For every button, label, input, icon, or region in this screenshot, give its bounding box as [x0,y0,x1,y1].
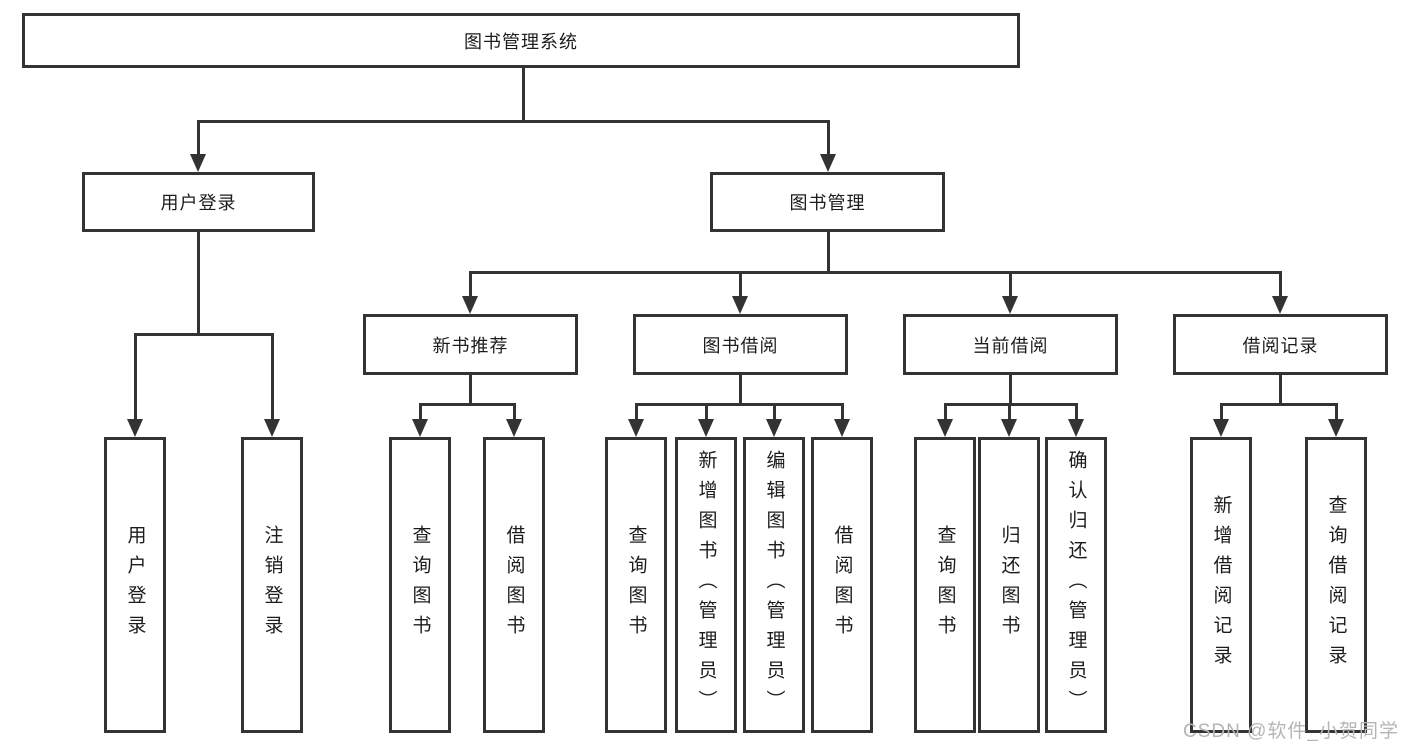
node-label: 用户登录 [160,193,237,213]
node-book-borrow: 图书借阅 [633,314,848,375]
leaf-query-books-borrow: 查询图书 [605,437,667,733]
node-label: 查询图书 [934,525,956,645]
leaf-edit-books-admin: 编辑图书（管理员） [743,437,805,733]
node-label: 当前借阅 [972,335,1049,356]
arrowhead-borrow-child3 [766,419,782,437]
csdn-watermark: CSDN @软件_小贺同学 [1183,721,1399,742]
connector-current-horizontal [944,403,1078,406]
node-label: 图书管理系统 [464,31,578,52]
connector-stem-records-child2 [1335,403,1338,421]
connector-records-vertical [1279,375,1282,406]
connector-stem-login-child1 [134,333,137,421]
arrowhead-records-child1 [1213,419,1229,437]
connector-stem-newbooks-child2 [513,403,516,421]
connector-stem-current-child2 [1008,403,1011,421]
connector-login-vertical [197,232,200,335]
node-label: 新书推荐 [432,335,509,356]
node-label: 查询借阅记录 [1325,495,1347,675]
node-label: 查询图书 [625,525,647,645]
arrowhead-borrow-child4 [834,419,850,437]
arrowhead-borrow-child1 [628,419,644,437]
connector-stem-borrow-records [1279,271,1282,298]
connector-stem-newbooks-child1 [419,403,422,421]
leaf-user-login: 用户登录 [104,437,166,733]
leaf-query-borrow-record: 查询借阅记录 [1305,437,1367,733]
node-label: 用户登录 [124,525,146,645]
node-label: 借阅记录 [1242,335,1319,356]
node-new-book-recommend: 新书推荐 [363,314,578,375]
connector-newbooks-vertical [469,375,472,406]
node-label: 借阅图书 [831,525,853,645]
connector-stem-borrow-child1 [635,403,638,421]
connector-stem-current-child1 [944,403,947,421]
arrowhead-user-login [190,154,206,172]
connector-newbooks-horizontal [419,403,516,406]
leaf-query-books-current: 查询图书 [914,437,976,733]
node-label: 归还图书 [998,525,1020,645]
arrowhead-book-management [820,154,836,172]
connector-stem-book-management [827,120,830,156]
connector-records-horizontal [1220,403,1338,406]
connector-stem-borrow-child3 [773,403,776,421]
arrowhead-records-child2 [1328,419,1344,437]
arrowhead-current-borrow [1002,296,1018,314]
node-label: 借阅图书 [503,525,525,645]
leaf-confirm-return-admin: 确认归还（管理员） [1045,437,1107,733]
connector-stem-borrow-child4 [841,403,844,421]
node-label: 注销登录 [261,525,283,645]
node-label: 图书管理 [789,193,866,213]
node-label: 新增借阅记录 [1210,495,1232,675]
connector-stem-records-child1 [1220,403,1223,421]
node-book-management: 图书管理 [710,172,945,232]
node-library-management-system: 图书管理系统 [22,13,1020,68]
connector-current-vertical [1009,375,1012,406]
arrowhead-newbooks-child1 [412,419,428,437]
arrowhead-current-child1 [937,419,953,437]
connector-stem-current-borrow [1009,271,1012,298]
leaf-borrow-books: 借阅图书 [811,437,873,733]
connector-borrow-vertical [739,375,742,406]
arrowhead-login-child2 [264,419,280,437]
arrowhead-new-books [462,296,478,314]
node-label: 确认归还（管理员） [1065,450,1087,720]
leaf-add-books-admin: 新增图书（管理员） [675,437,737,733]
arrowhead-borrow-records [1272,296,1288,314]
node-label: 查询图书 [409,525,431,645]
leaf-add-borrow-record: 新增借阅记录 [1190,437,1252,733]
arrowhead-newbooks-child2 [506,419,522,437]
connector-stem-borrow-child2 [705,403,708,421]
connector-stem-user-login [197,120,200,156]
node-borrow-records: 借阅记录 [1173,314,1388,375]
arrowhead-borrow-child2 [698,419,714,437]
connector-stem-login-child2 [271,333,274,421]
node-user-login: 用户登录 [82,172,315,232]
connector-root-vertical [522,68,525,122]
leaf-logout: 注销登录 [241,437,303,733]
leaf-return-books: 归还图书 [978,437,1040,733]
arrowhead-login-child1 [127,419,143,437]
connector-borrow-horizontal [635,403,844,406]
connector-login-horizontal [134,333,274,336]
node-current-borrow: 当前借阅 [903,314,1118,375]
connector-management-horizontal [469,271,1282,274]
connector-root-horizontal [197,120,830,123]
connector-stem-new-books [469,271,472,298]
connector-management-vertical [827,232,830,274]
leaf-query-books-recommend: 查询图书 [389,437,451,733]
arrowhead-book-borrow [732,296,748,314]
node-label: 编辑图书（管理员） [763,450,785,720]
connector-stem-book-borrow [739,271,742,298]
node-label: 新增图书（管理员） [695,450,717,720]
connector-stem-current-child3 [1075,403,1078,421]
arrowhead-current-child2 [1001,419,1017,437]
arrowhead-current-child3 [1068,419,1084,437]
node-label: 图书借阅 [702,335,779,356]
leaf-borrow-books-recommend: 借阅图书 [483,437,545,733]
